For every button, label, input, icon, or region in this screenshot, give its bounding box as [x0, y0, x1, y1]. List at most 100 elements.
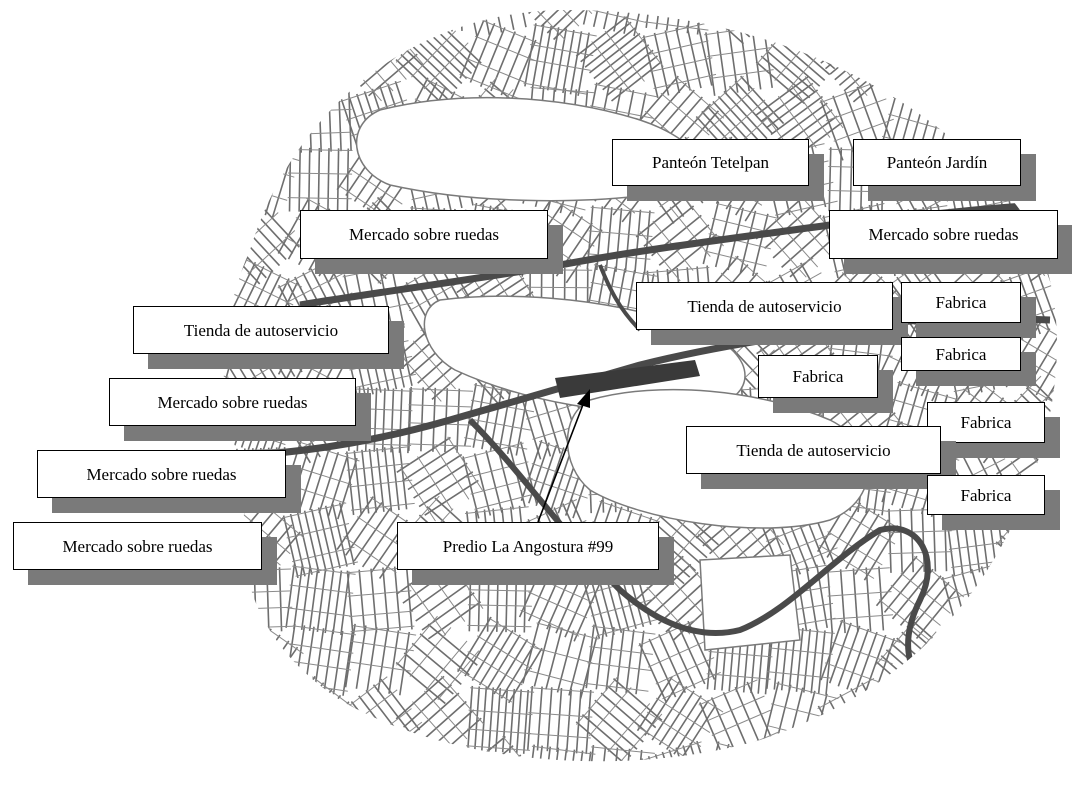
street-segment	[1026, 30, 1058, 88]
street-segment	[466, 461, 529, 479]
street-segment	[962, 9, 983, 34]
street-segment	[809, 9, 838, 41]
street-segment	[714, 204, 732, 268]
street-segment	[1009, 641, 1046, 696]
street-segment	[289, 643, 354, 654]
street-segment	[650, 571, 699, 617]
street-segment	[332, 630, 344, 695]
street-segment	[376, 448, 385, 512]
street-segment	[1021, 152, 1058, 204]
street-segment	[408, 386, 412, 451]
street-segment	[755, 76, 809, 116]
street-segment	[802, 9, 831, 37]
street-segment	[1021, 632, 1058, 688]
street-segment	[223, 222, 232, 228]
street-segment	[313, 628, 325, 692]
street-segment	[661, 751, 683, 762]
street-segment	[765, 49, 816, 93]
street-segment	[604, 30, 645, 82]
street-segment	[596, 572, 615, 636]
street-segment	[285, 273, 343, 304]
street-segment	[654, 753, 676, 762]
street-segment	[520, 609, 580, 637]
street-segment	[781, 224, 830, 268]
street-segment	[850, 688, 883, 746]
street-segment	[531, 745, 596, 755]
street-segment	[468, 567, 472, 632]
street-segment	[704, 25, 768, 36]
street-segment	[223, 634, 229, 697]
street-segment	[828, 0, 884, 8]
street-segment	[424, 479, 479, 516]
street-segment	[824, 745, 833, 762]
street-segment	[951, 743, 973, 762]
street-segment	[958, 741, 1020, 762]
street-segment	[922, 749, 935, 762]
street-segment	[1007, 9, 1058, 11]
street-segment	[711, 765, 773, 781]
street-segment	[774, 31, 817, 81]
street-segment	[611, 568, 630, 632]
label-predio-la-angostura: Predio La Angostura #99	[397, 522, 659, 570]
street-segment	[840, 510, 896, 545]
street-segment	[899, 745, 912, 762]
street-segment	[298, 147, 301, 212]
street-segment	[399, 631, 411, 696]
street-segment	[230, 80, 295, 89]
street-segment	[820, 619, 844, 681]
street-segment	[817, 630, 826, 695]
street-segment	[961, 571, 980, 634]
street-segment	[993, 756, 1015, 762]
street-segment	[577, 32, 590, 96]
street-segment	[468, 0, 531, 1]
street-segment	[865, 567, 872, 632]
street-segment	[1005, 529, 1056, 573]
street-segment	[191, 748, 194, 791]
street-segment	[1016, 54, 1058, 85]
street-segment	[946, 724, 1010, 738]
street-segment	[585, 9, 648, 24]
street-segment	[1016, 517, 1058, 561]
street-segment	[591, 598, 654, 617]
street-segment	[893, 631, 937, 681]
street-segment	[473, 453, 492, 516]
street-segment	[875, 660, 925, 705]
street-segment	[370, 568, 378, 633]
street-segment	[317, 507, 334, 570]
street-segment	[288, 89, 292, 154]
street-segment	[338, 502, 355, 566]
street-segment	[726, 9, 775, 11]
street-segment	[288, 748, 292, 762]
street-segment	[953, 684, 1017, 697]
street-segment	[273, 85, 284, 150]
street-segment	[223, 580, 236, 640]
street-segment	[1034, 142, 1058, 193]
street-segment	[411, 642, 462, 686]
street-segment	[675, 27, 691, 91]
street-segment	[817, 677, 875, 710]
street-segment	[913, 692, 939, 753]
street-segment	[475, 9, 491, 36]
street-segment	[1001, 693, 1015, 757]
street-segment	[1035, 267, 1058, 328]
street-segment	[565, 229, 603, 284]
street-segment	[470, 687, 535, 693]
street-segment	[344, 745, 409, 755]
street-segment	[467, 685, 474, 750]
street-segment	[440, 675, 485, 725]
street-segment	[660, 92, 710, 136]
street-segment	[223, 636, 236, 655]
street-segment	[619, 713, 663, 762]
street-segment	[1045, 345, 1058, 402]
street-segment	[549, 196, 604, 234]
street-segment	[383, 447, 393, 512]
street-segment	[1016, 328, 1051, 385]
street-segment	[398, 353, 442, 402]
street-segment	[188, 27, 198, 90]
label-fabrica: Fabrica	[758, 355, 878, 398]
street-segment	[1009, 586, 1058, 628]
street-segment	[318, 87, 322, 153]
street-segment	[447, 9, 453, 32]
street-segment	[487, 9, 503, 33]
street-segment	[990, 34, 1010, 97]
